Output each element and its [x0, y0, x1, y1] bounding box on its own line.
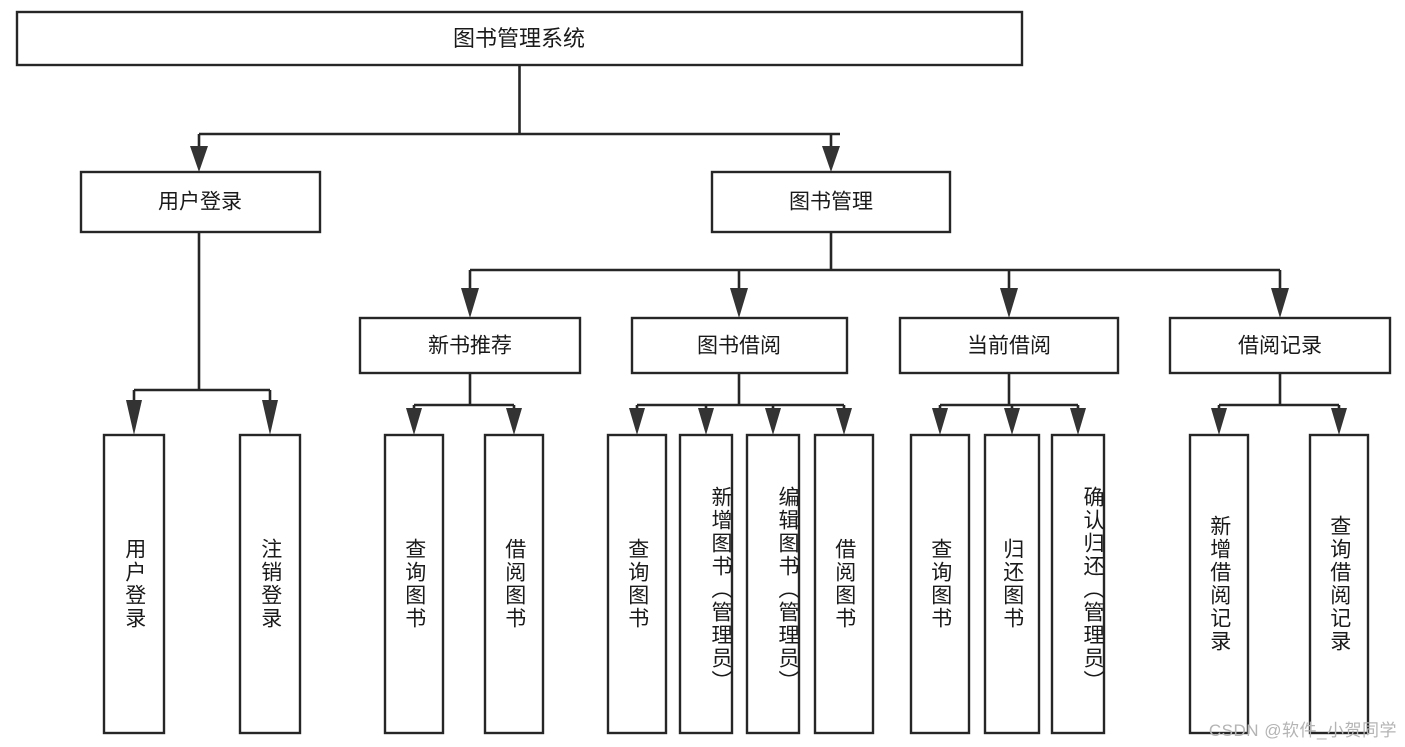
node-new-book-recommend-label: 新书推荐: [428, 335, 512, 358]
node-root[interactable]: 图书管理系统: [15, 10, 1024, 67]
node-leaf-edit-book-box[interactable]: [745, 433, 801, 735]
node-leaf-query-book-2-box[interactable]: [606, 433, 668, 735]
arrowhead-book-manage: [822, 146, 840, 172]
arrowhead-leaf-user-login: [126, 400, 142, 435]
node-current-borrow[interactable]: 当前借阅: [898, 316, 1120, 375]
node-leaf-user-logout-box[interactable]: [238, 433, 302, 735]
arrowhead-new-book-recommend: [461, 288, 479, 318]
node-borrow-record-label: 借阅记录: [1238, 335, 1322, 358]
arrowhead-user-login: [190, 146, 208, 172]
arrowhead-leaf-query-book-2: [629, 408, 645, 435]
arrowhead-leaf-query-book-3: [932, 408, 948, 435]
node-leaf-borrow-book-1-box[interactable]: [483, 433, 545, 735]
node-current-borrow-label: 当前借阅: [967, 335, 1051, 358]
node-leaf-query-record-box[interactable]: [1308, 433, 1370, 735]
node-root-box[interactable]: [15, 10, 1024, 67]
node-leaf-borrow-book-2-box[interactable]: [813, 433, 875, 735]
arrowhead-leaf-edit-book: [765, 408, 781, 435]
arrowhead-borrow-record: [1271, 288, 1289, 318]
node-leaf-confirm-return-box[interactable]: [1050, 433, 1106, 735]
node-leaf-query-book-1-box[interactable]: [383, 433, 445, 735]
arrowhead-leaf-confirm-return: [1070, 408, 1086, 435]
node-borrow-record-box[interactable]: [1168, 316, 1392, 375]
node-book-borrow-box[interactable]: [630, 316, 849, 375]
node-leaf-query-book-3-box[interactable]: [909, 433, 971, 735]
node-leaf-user-login-box[interactable]: [102, 433, 166, 735]
node-book-manage[interactable]: 图书管理: [710, 170, 952, 234]
node-root-label: 图书管理系统: [453, 26, 585, 51]
arrowhead-leaf-borrow-book-2: [836, 408, 852, 435]
arrowhead-leaf-return-book: [1004, 408, 1020, 435]
arrowhead-leaf-user-logout: [262, 400, 278, 435]
arrowhead-leaf-borrow-book-1: [506, 408, 522, 435]
node-leaf-return-book-box[interactable]: [983, 433, 1041, 735]
node-new-book-recommend[interactable]: 新书推荐: [358, 316, 582, 375]
node-book-borrow[interactable]: 图书借阅: [630, 316, 849, 375]
node-leaf-add-book-box[interactable]: [678, 433, 734, 735]
node-current-borrow-box[interactable]: [898, 316, 1120, 375]
csdn-watermark: CSDN @软件_小贺同学: [1208, 721, 1397, 740]
arrowhead-book-borrow: [730, 288, 748, 318]
leaf-box-layer: [102, 433, 1370, 735]
node-book-manage-box[interactable]: [710, 170, 952, 234]
arrowhead-leaf-query-record: [1331, 408, 1347, 435]
arrowhead-leaf-query-book-1: [406, 408, 422, 435]
node-new-book-recommend-box[interactable]: [358, 316, 582, 375]
node-borrow-record[interactable]: 借阅记录: [1168, 316, 1392, 375]
arrowhead-leaf-add-book: [698, 408, 714, 435]
node-user-login-label: 用户登录: [158, 191, 242, 214]
node-leaf-add-record-box[interactable]: [1188, 433, 1250, 735]
node-book-manage-label: 图书管理: [789, 191, 873, 214]
node-user-login[interactable]: 用户登录: [79, 170, 322, 234]
arrowhead-current-borrow: [1000, 288, 1018, 318]
node-user-login-box[interactable]: [79, 170, 322, 234]
arrowhead-leaf-add-record: [1211, 408, 1227, 435]
node-book-borrow-label: 图书借阅: [697, 335, 781, 358]
connector-layer: [126, 65, 1347, 435]
